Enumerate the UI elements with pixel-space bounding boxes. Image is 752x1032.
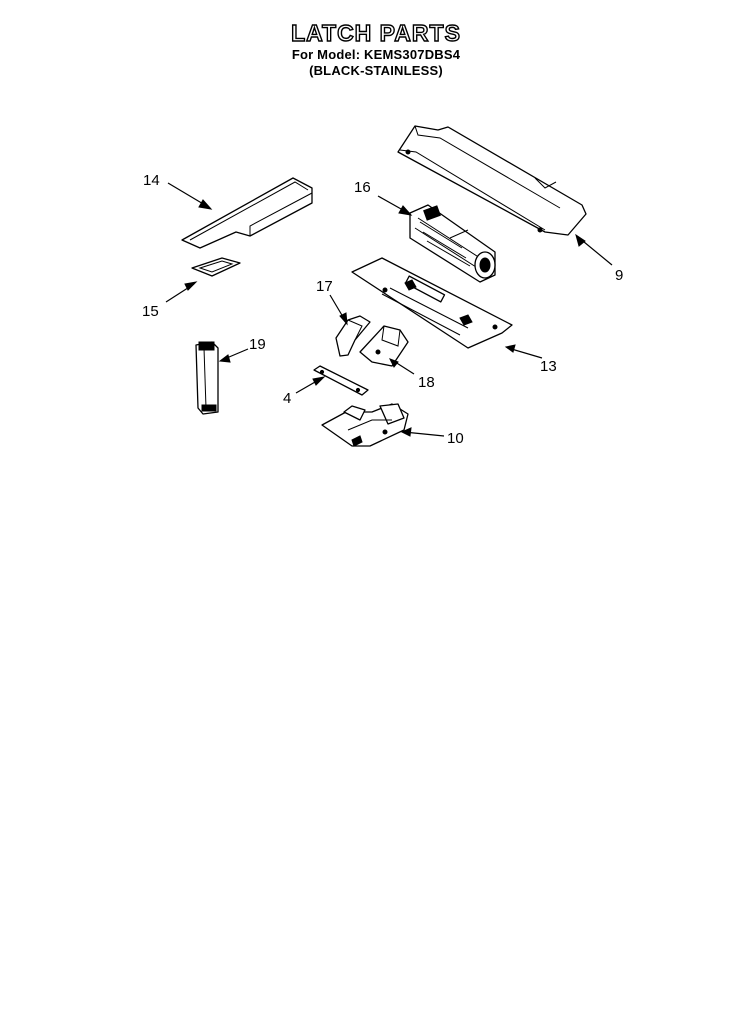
callout-14: 14 [143, 172, 160, 189]
part-13-latch-plate [351, 257, 513, 349]
callout-13: 13 [540, 358, 557, 375]
callout-18: 18 [418, 374, 435, 391]
callout-17: 17 [316, 278, 333, 295]
part-19-strip [195, 341, 219, 415]
part-14-channel-cover [181, 177, 313, 249]
part-4-bar [313, 365, 369, 396]
callout-4: 4 [283, 390, 291, 407]
callout-19: 19 [249, 336, 266, 353]
variant-line: (BLACK-STAINLESS) [309, 63, 443, 78]
page-title: LATCH PARTS [290, 19, 461, 46]
callout-10: 10 [447, 430, 464, 447]
callout-9: 9 [615, 267, 623, 284]
part-16-blower-motor [409, 204, 496, 283]
model-line: For Model: KEMS307DBS4 [291, 47, 461, 62]
callout-15: 15 [142, 303, 159, 320]
part-15-pad [191, 257, 241, 277]
part-10-latch-assembly [321, 403, 409, 447]
part-9-vent-panel [397, 125, 587, 236]
part-18-bracket [359, 325, 409, 367]
part-17-latch-hook [335, 315, 371, 357]
callout-labels: 14 16 9 17 15 19 13 18 4 10 [142, 172, 623, 447]
callout-16: 16 [354, 179, 371, 196]
callout-leaders [165, 182, 613, 437]
